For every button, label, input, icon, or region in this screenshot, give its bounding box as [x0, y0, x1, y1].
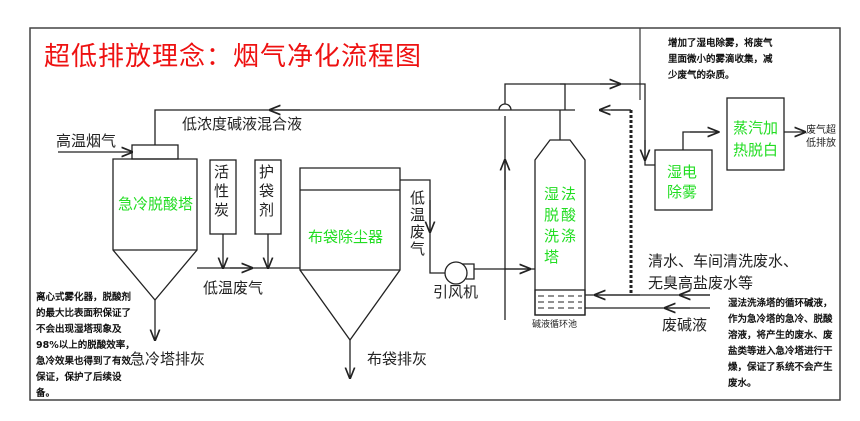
page-title: 超低排放理念：烟气净化流程图 [44, 42, 423, 72]
alkali-tank-label: 碱液循环池 [532, 320, 578, 330]
scrubber-to-esp-pipe [560, 83, 655, 166]
recycle-note: 湿法洗涤塔的循环碱液，作为急冷塔的急冷、脱酸溶液，将产生的废水、废盐类等进入急冷… [728, 298, 833, 389]
recycle-liquor-pipe [154, 109, 575, 145]
quench-tower-label: 急冷脱酸塔 [118, 195, 194, 213]
wet-scrubber-label: 湿法脱酸洗涤塔 [544, 185, 579, 266]
bag-ash-label: 布袋排灰 [367, 350, 428, 368]
induced-fan-label: 引风机 [433, 283, 479, 301]
activated-carbon-label: 活性炭 [212, 164, 230, 221]
quench-tower-top [131, 144, 179, 160]
baghouse-label: 布袋除尘器 [308, 228, 384, 246]
low-temp-gas-label: 低温废气 [203, 279, 264, 297]
low-temp-gas-label-2: 低温废气 [408, 190, 426, 258]
inlet-gas-label: 高温烟气 [56, 132, 117, 150]
quench-ash-label: 急冷塔排灰 [130, 350, 206, 368]
water-inputs-label: 清水、车间清洗废水、无臭高盐废水等 [648, 252, 799, 292]
outlet-label: 废气超低排放 [806, 125, 836, 149]
recycle-liquor-label: 低浓度碱液混合液 [182, 115, 303, 133]
baghouse-body [299, 167, 401, 342]
induced-fan [444, 261, 468, 285]
steam-reheat-label: 蒸汽加热脱白 [733, 119, 779, 159]
quench-tower-body [112, 158, 198, 302]
alkali-tank [534, 289, 586, 316]
waste-alkali-label: 废碱液 [662, 316, 708, 334]
steam-reheat-box [726, 97, 785, 171]
wet-esp-note: 增加了湿电除雾，将废气里面微小的雾滴收集，减少废气的杂质。 [668, 38, 773, 81]
wet-esp-label: 湿电除雾 [667, 163, 698, 201]
bag-protector-label: 护袋剂 [257, 164, 275, 221]
frame-border [29, 27, 841, 401]
tank-recycle-pipe [504, 83, 566, 320]
atomizer-note: 离心式雾化器，脱酸剂的最大比表面积保证了不会出现湿塔现象及98%以上的脱酸效率，… [36, 292, 135, 399]
esp-to-reheat-pipe [682, 131, 720, 150]
